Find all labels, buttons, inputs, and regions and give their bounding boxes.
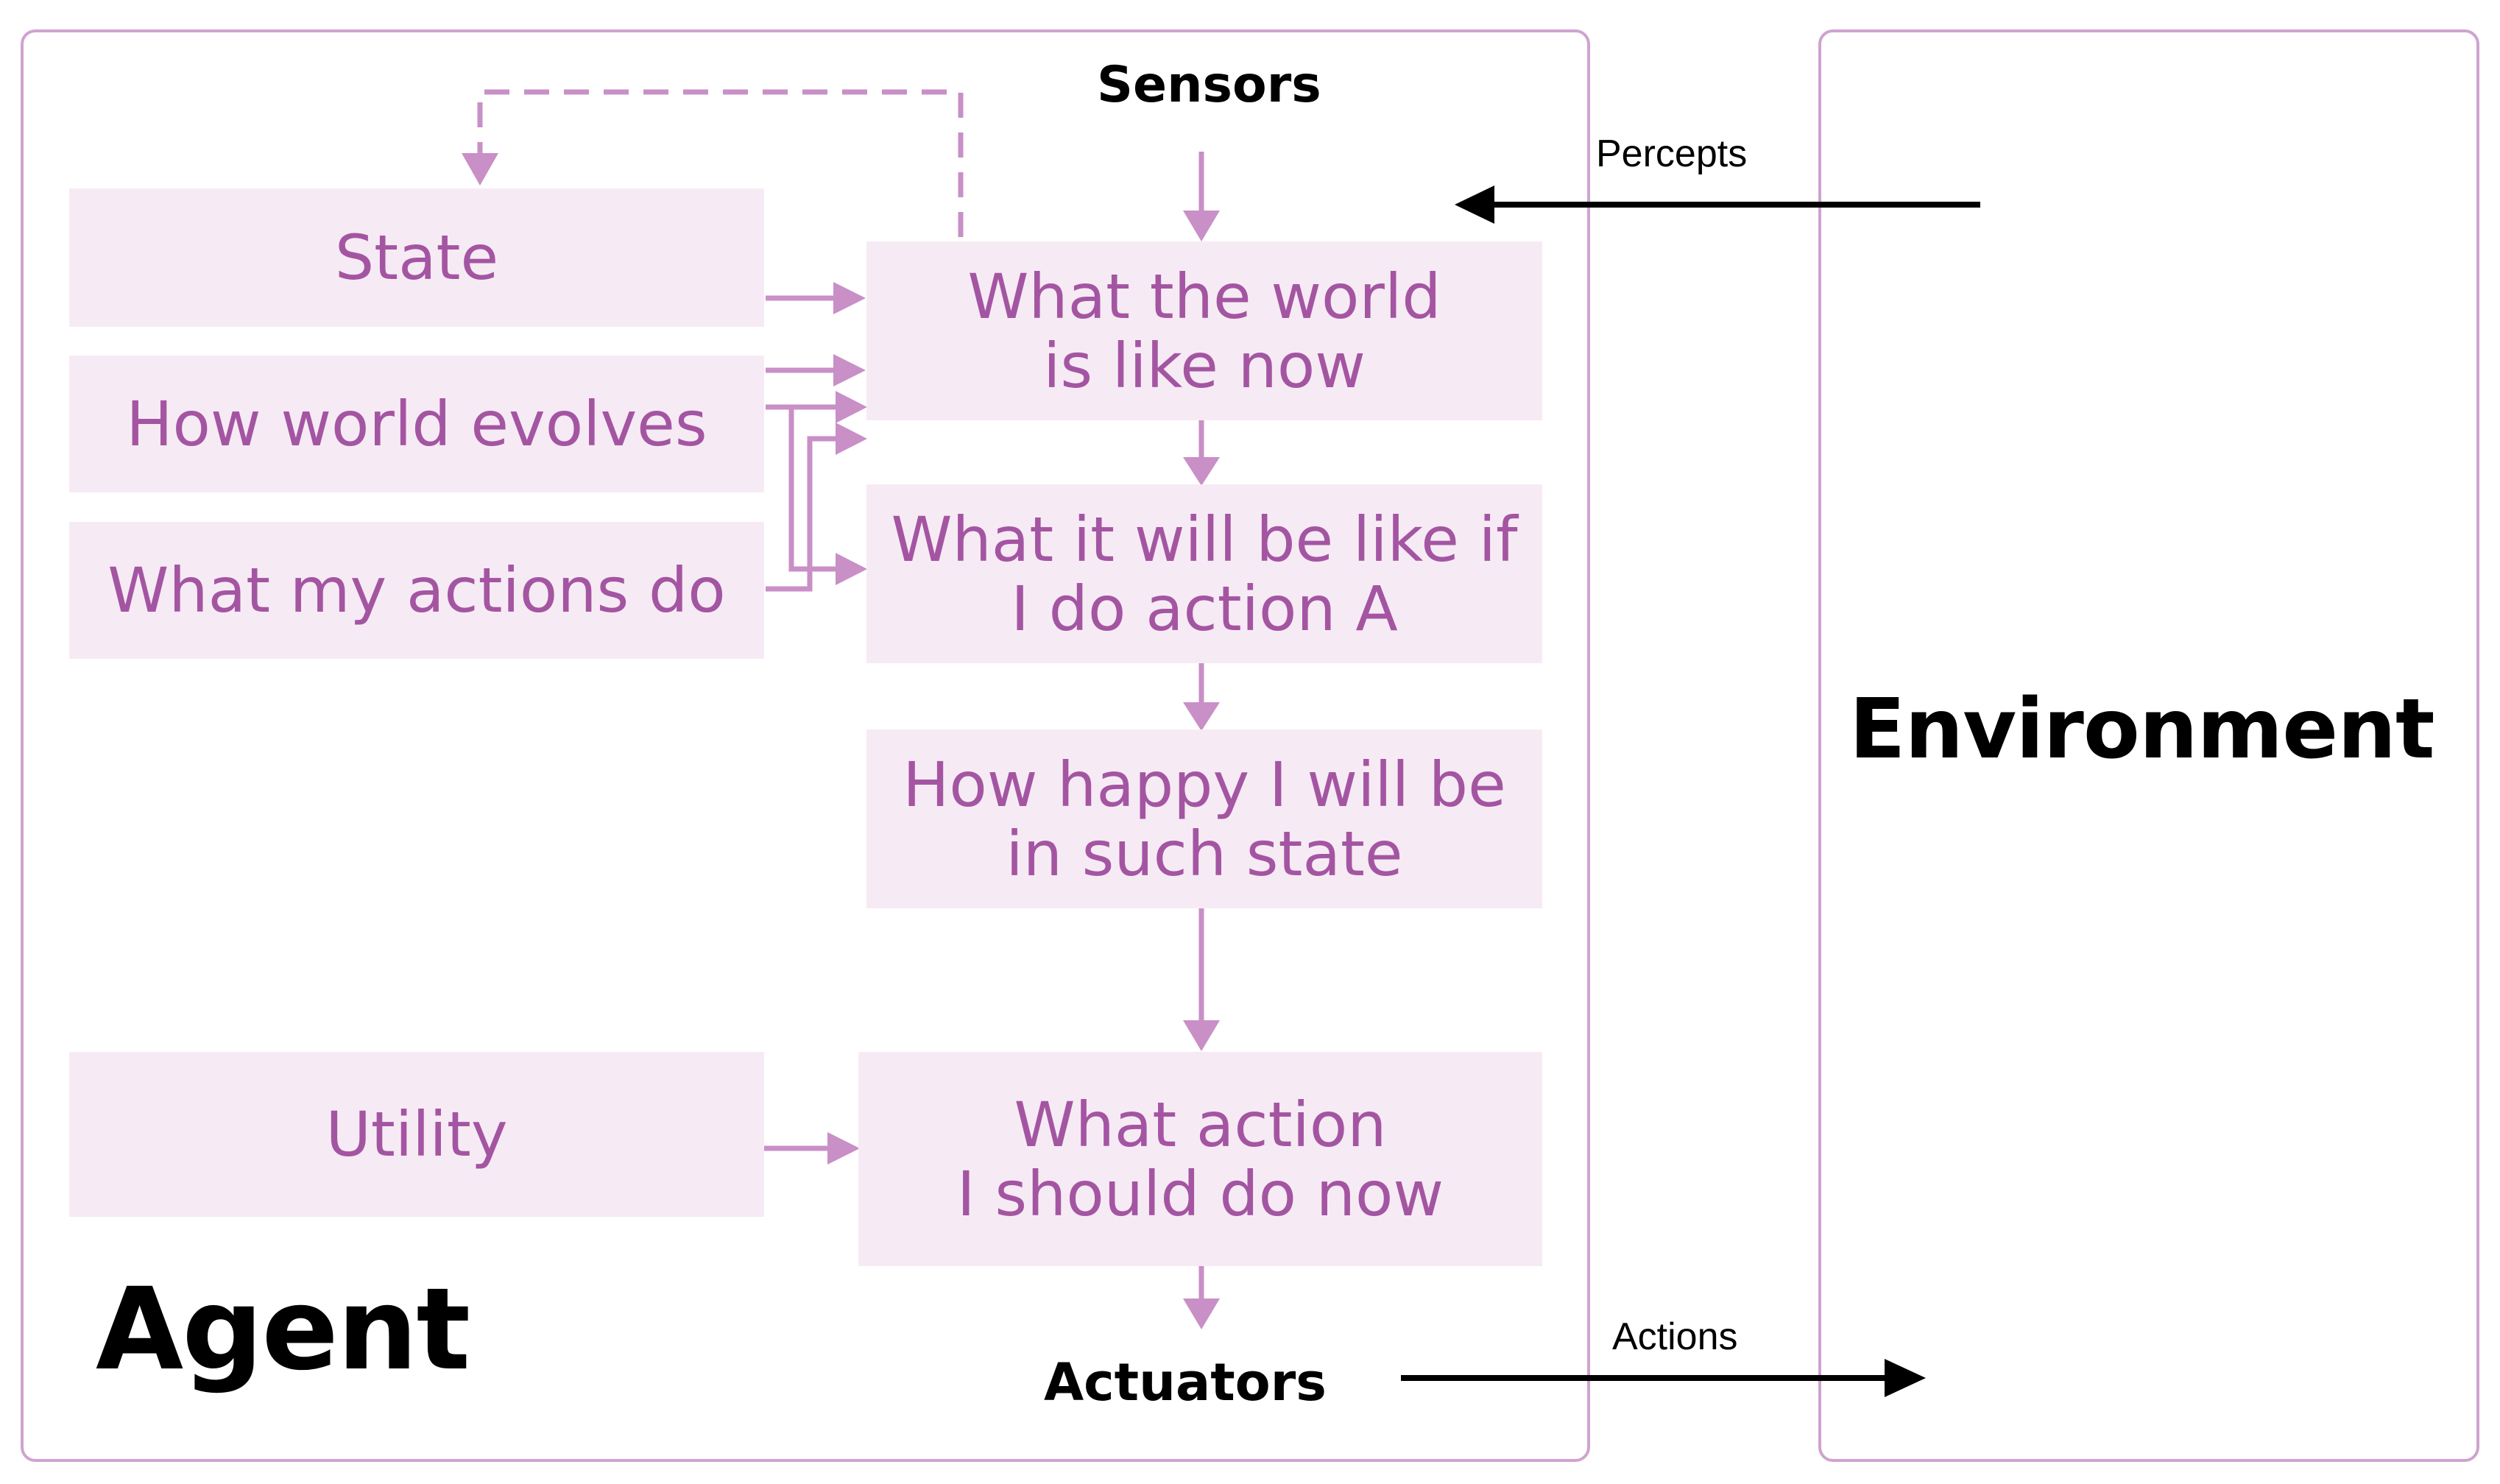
percepts-label: Percepts: [1596, 132, 1748, 175]
world-if-action-box: What it will be like if I do action A: [866, 484, 1542, 663]
utility-arrowhead: [827, 1132, 860, 1165]
actions-do-arrowhead-lower: [836, 553, 867, 585]
happiness-box: How happy I will be in such state: [866, 729, 1542, 908]
environment-title: Environment: [1849, 682, 2434, 777]
sensors-arrowhead: [1183, 211, 1220, 241]
world-now-box: What the world is like now: [866, 241, 1542, 420]
state-feedback-connector: [477, 89, 964, 237]
agent-title: Agent: [96, 1264, 470, 1396]
percepts-arrowhead: [1455, 186, 1494, 224]
actions-do-arrowhead-upper: [836, 423, 867, 455]
state-feedback-arrowhead: [462, 153, 498, 186]
actions-label: Actions: [1612, 1315, 1738, 1358]
state-box: State: [69, 188, 764, 327]
utility-box: Utility: [69, 1052, 764, 1217]
willbe-arrowhead: [1183, 457, 1220, 486]
how-world-evolves-box: How world evolves: [69, 356, 764, 492]
action-now-arrowhead: [1183, 1020, 1220, 1051]
actuators-label: Actuators: [1044, 1352, 1327, 1413]
happy-arrowhead: [1183, 702, 1220, 731]
what-my-actions-do-box: What my actions do: [69, 522, 764, 659]
evolves-secondary-arrowhead: [836, 391, 867, 423]
environment-frame: [1818, 29, 2479, 1462]
actions-do-branch-connector: [766, 436, 839, 592]
agent-frame: [21, 29, 1590, 1462]
evolves-arrowhead: [833, 354, 866, 386]
actuators-arrowhead: [1183, 1298, 1220, 1329]
action-now-box: What action I should do now: [858, 1052, 1542, 1266]
state-arrowhead: [833, 282, 866, 314]
evolves-branch-connector: [766, 404, 839, 572]
actions-arrowhead: [1885, 1359, 1926, 1397]
sensors-label: Sensors: [1097, 56, 1321, 114]
